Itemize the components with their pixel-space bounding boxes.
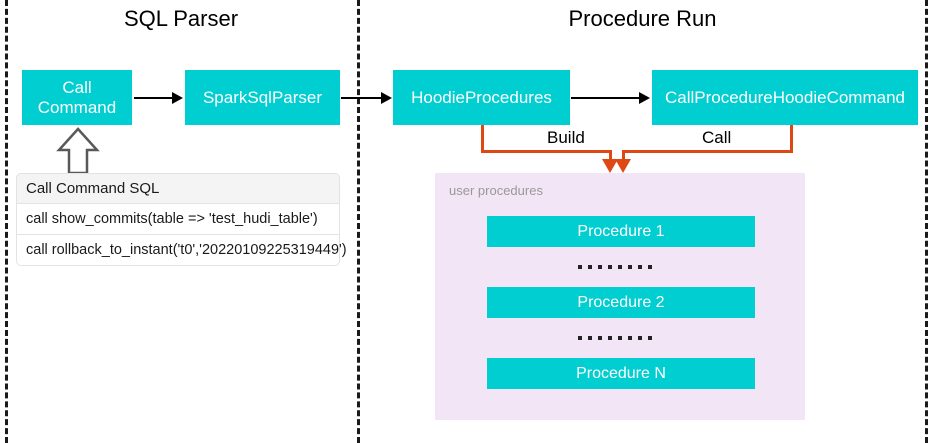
up-block-arrow-icon [56, 127, 100, 175]
procedure-box-1-label: Procedure 1 [577, 222, 665, 240]
sql-table-row-2: call rollback_to_instant('t0','202201092… [16, 235, 347, 266]
node-hoodie-procedures-label: HoodieProcedures [411, 87, 552, 107]
connector-label-build: Build [541, 128, 591, 148]
procedure-box-1[interactable]: Procedure 1 [487, 216, 755, 247]
section-title-sql-parser: SQL Parser [123, 6, 239, 31]
arrow-spark-to-hoodie-line [341, 97, 381, 99]
call-command-sql-table: Call Command SQL call show_commits(table… [16, 173, 347, 266]
procedure-box-n[interactable]: Procedure N [487, 358, 755, 389]
connector-build-arrowhead [602, 159, 618, 173]
divider-left [5, 0, 8, 443]
node-hoodie-procedures[interactable]: HoodieProcedures [393, 70, 570, 125]
node-call-command[interactable]: Call Command [22, 70, 132, 125]
connector-build-vertical-start [481, 125, 484, 152]
node-spark-sql-parser[interactable]: SparkSqlParser [185, 70, 340, 125]
arrow-hoodie-to-command-head [639, 92, 650, 104]
connector-label-call: Call [696, 128, 738, 148]
divider-middle [357, 0, 360, 443]
ellipsis-dots-1 [578, 265, 652, 269]
node-call-command-line1: Call [62, 77, 92, 97]
connector-call-horizontal [622, 150, 793, 153]
arrow-call-command-to-spark-line [134, 97, 172, 99]
node-call-command-line2: Command [37, 97, 117, 117]
section-title-procedure-run: Procedure Run [568, 6, 717, 31]
arrow-spark-to-hoodie-head [381, 92, 392, 104]
user-procedures-panel-label: user procedures [449, 183, 543, 198]
node-call-procedure-hoodie-command[interactable]: CallProcedureHoodieCommand [652, 70, 918, 125]
connector-call-arrowhead [615, 159, 631, 173]
node-spark-sql-parser-label: SparkSqlParser [202, 87, 323, 107]
connector-call-vertical-start [790, 125, 793, 152]
connector-call-vertical-end [622, 150, 625, 161]
sql-table-row-1: call show_commits(table => 'test_hudi_ta… [16, 204, 340, 235]
node-call-procedure-hoodie-command-label: CallProcedureHoodieCommand [664, 87, 905, 107]
procedure-box-2-label: Procedure 2 [577, 293, 665, 311]
sql-table-header: Call Command SQL [16, 173, 340, 204]
divider-right [925, 0, 928, 443]
procedure-box-2[interactable]: Procedure 2 [487, 287, 755, 318]
connector-build-horizontal [481, 150, 612, 153]
connector-build-vertical-end [609, 150, 612, 161]
ellipsis-dots-2 [578, 336, 652, 340]
procedure-box-n-label: Procedure N [576, 364, 666, 382]
arrow-hoodie-to-command-line [571, 97, 639, 99]
arrow-call-command-to-spark-head [172, 92, 183, 104]
